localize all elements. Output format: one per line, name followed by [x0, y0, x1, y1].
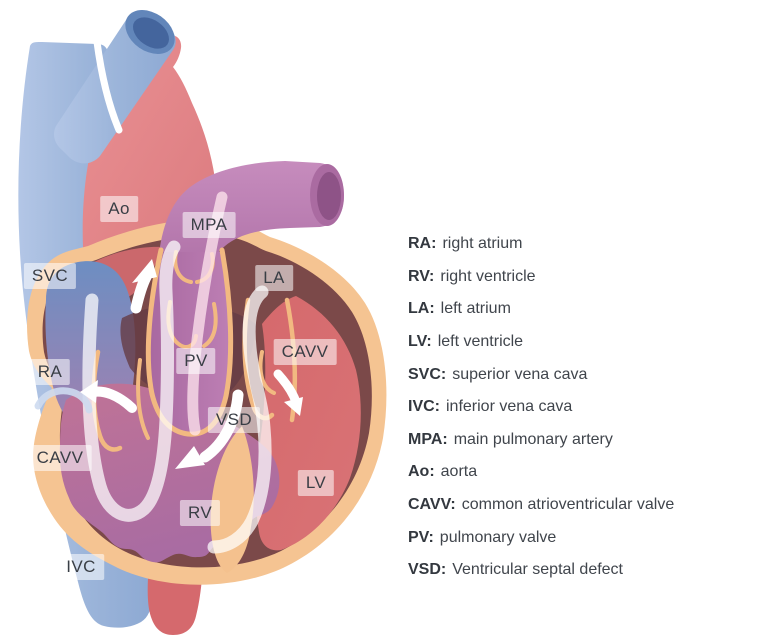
label-pv: PV — [176, 348, 216, 374]
legend-desc: main pulmonary artery — [453, 430, 613, 448]
legend-abbr: MPA: — [408, 430, 448, 448]
label-vsd: VSD — [207, 407, 261, 433]
legend-abbr: SVC: — [408, 365, 447, 383]
legend-desc: left ventricle — [437, 333, 524, 351]
legend-item: VSD: Ventricular septal defect — [408, 554, 674, 587]
legend-desc: right atrium — [442, 235, 523, 253]
legend-item: PV: pulmonary valve — [408, 521, 674, 554]
vessel-gap — [93, 38, 123, 134]
vein-opening-lumen — [132, 17, 170, 49]
label-cavv-left: CAVV — [28, 445, 92, 471]
legend-abbr: CAVV: — [408, 496, 456, 514]
legend-desc: pulmonary valve — [439, 528, 557, 546]
legend-abbr: VSD: — [408, 561, 447, 579]
legend-item: Ao: aorta — [408, 456, 674, 489]
mpa-opening-lumen — [317, 172, 341, 220]
legend-desc: left atrium — [440, 300, 511, 318]
legend-abbr: LV: — [408, 333, 432, 351]
flow-arrows — [80, 259, 303, 469]
legend-desc: Ventricular septal defect — [452, 561, 623, 579]
legend-item: RA: right atrium — [408, 228, 674, 261]
label-ivc: IVC — [58, 554, 104, 580]
label-lv: LV — [297, 470, 335, 496]
legend-abbr: IVC: — [408, 398, 440, 416]
legend-desc: aorta — [440, 463, 478, 481]
legend-item: MPA: main pulmonary artery — [408, 424, 674, 457]
legend-desc: superior vena cava — [452, 365, 588, 383]
legend-abbr: Ao: — [408, 463, 435, 481]
label-la: LA — [255, 265, 293, 291]
label-ao: Ao — [100, 196, 138, 222]
label-cavv-right: CAVV — [273, 339, 337, 365]
label-ra: RA — [29, 359, 71, 385]
legend-item: IVC: inferior vena cava — [408, 391, 674, 424]
label-rv: RV — [179, 500, 221, 526]
legend-item: CAVV: common atrioventricular valve — [408, 489, 674, 522]
legend-abbr: LA: — [408, 300, 435, 318]
legend-item: LV: left ventricle — [408, 326, 674, 359]
legend-abbr: PV: — [408, 528, 434, 546]
legend-abbr: RA: — [408, 235, 437, 253]
mpa-vessel — [158, 161, 344, 270]
legend-desc: common atrioventricular valve — [461, 496, 675, 514]
label-svc: SVC — [23, 263, 77, 289]
legend-desc: right ventricle — [440, 267, 536, 285]
legend-abbr: RV: — [408, 267, 435, 285]
legend-desc: inferior vena cava — [446, 398, 573, 416]
legend: RA:right atrium RV:right ventricle LA:le… — [408, 228, 674, 587]
heart-diagram — [18, 10, 387, 635]
label-mpa: MPA — [182, 212, 236, 238]
legend-item: LA: left atrium — [408, 293, 674, 326]
legend-item: SVC: superior vena cava — [408, 358, 674, 391]
legend-item: RV: right ventricle — [408, 261, 674, 294]
